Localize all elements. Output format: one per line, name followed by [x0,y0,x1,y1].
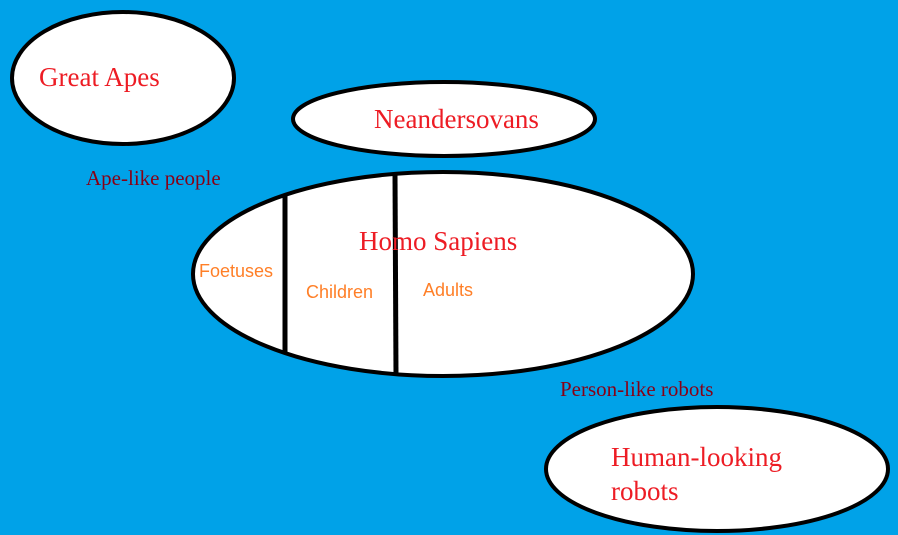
human-looking-robots-ellipse [544,405,890,533]
human-looking-robots-label-line1: Human-looking [611,442,782,472]
person-like-robots-label: Person-like robots [560,377,714,401]
human-looking-robots-label-line2: robots [611,476,679,506]
children-adults-divider [392,173,399,377]
great-apes-label: Great Apes [39,62,160,92]
adults-label: Adults [423,280,474,300]
children-label: Children [306,282,374,302]
foetuses-label: Foetuses [199,261,274,281]
homo-sapiens-label: Homo Sapiens [359,226,518,256]
neandersovans-ellipse [291,80,597,158]
neandersovans-label: Neandersovans [374,104,539,134]
great-apes-ellipse [10,10,236,146]
ape-like-people-label: Ape-like people [86,166,221,190]
homo-sapiens-ellipse [191,170,695,378]
